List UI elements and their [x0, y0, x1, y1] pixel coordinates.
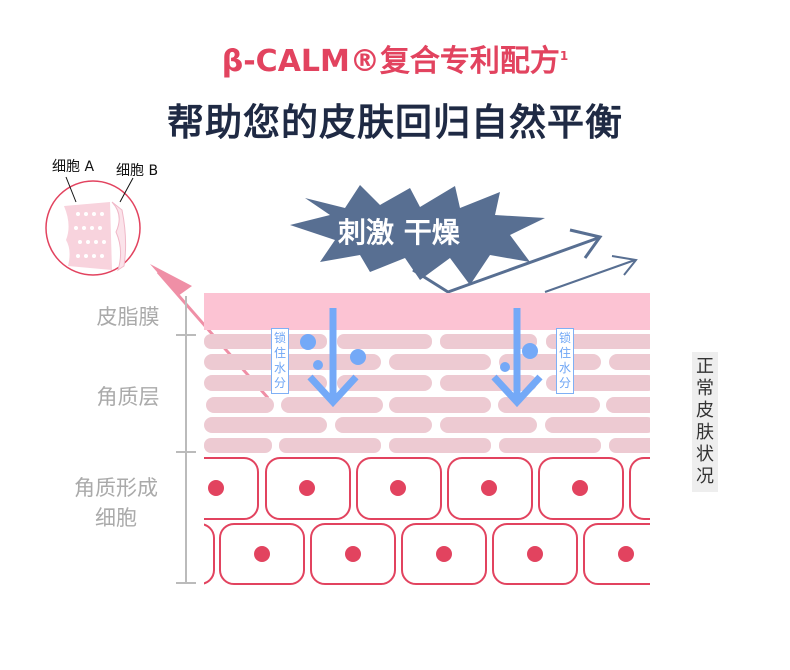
cell-a-pointer: [65, 176, 77, 203]
page-title: 帮助您的皮肤回归自然平衡: [167, 101, 623, 144]
stratum-corneum-bricks: [204, 334, 650, 453]
stratum-corneum-label: 角质层: [96, 385, 160, 409]
cell-b-label: 细胞 B: [116, 163, 159, 179]
cell-b-shape: [111, 201, 127, 272]
subtitle-text: β-CALM®复合专利配方: [221, 44, 560, 79]
cell-b-pointer: [119, 177, 134, 203]
stimulus-star: [290, 185, 545, 285]
basal-label-1: 角质形成: [74, 476, 158, 500]
formula-subtitle: β-CALM®复合专利配方1: [0, 36, 790, 80]
deflect-arrow-1: [412, 236, 599, 294]
layer-ruler: [176, 296, 196, 584]
sebum-label: 皮脂膜: [96, 305, 160, 329]
deflect-arrow-2: [544, 259, 636, 293]
water-droplets: [300, 334, 538, 372]
stimulus-label: 刺激 干燥: [338, 216, 460, 249]
cell-a-dots: [74, 212, 106, 258]
lock-moisture-label-2: 锁住水分: [556, 328, 574, 394]
cell-nuclei: [208, 480, 634, 562]
basal-cells: [204, 457, 650, 585]
footnote-mark: 1: [559, 49, 569, 63]
zoom-arrow-head: [150, 264, 192, 296]
water-lock-arrows: [307, 308, 543, 408]
normal-skin-label: 正常皮肤状况: [692, 352, 718, 492]
basal-label-2: 细胞: [95, 506, 137, 530]
sebum-layer: [204, 293, 650, 330]
cell-a-label: 细胞 A: [52, 159, 95, 175]
lock-moisture-label-1: 锁住水分: [271, 328, 289, 394]
cell-a-shape: [64, 202, 112, 270]
